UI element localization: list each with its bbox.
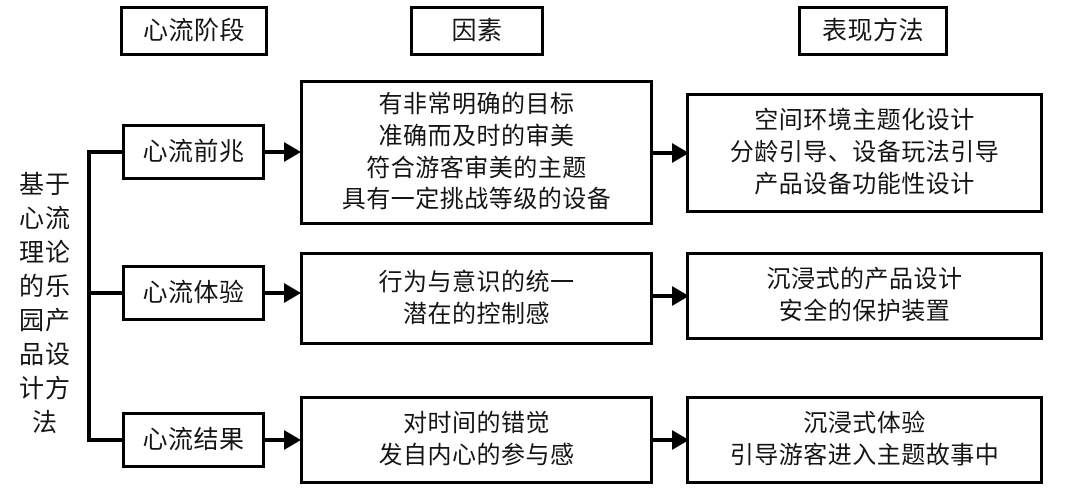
root-label: 基于 心流 理论 的乐 园产 品设 计方 法 <box>8 168 82 440</box>
method-line: 分龄引导、设备玩法引导 <box>729 138 1000 167</box>
root-label-row: 理论 <box>18 238 71 267</box>
factor-box-row2: 行为与意识的统一 潜在的控制感 <box>300 252 653 345</box>
stage-box-row1: 心流前兆 <box>122 124 265 180</box>
factor-box-row3: 对时间的错觉 发自内心的参与感 <box>300 396 653 484</box>
arrow-stage-to-factor-row1 <box>265 142 301 162</box>
root-label-row: 计方 <box>18 374 71 403</box>
method-line: 安全的保护装置 <box>778 297 951 325</box>
bracket-branch-row3 <box>87 438 125 442</box>
stage-label-row3: 心流结果 <box>142 425 245 455</box>
method-line: 空间环境主题化设计 <box>754 106 975 135</box>
header-stage-label: 心流阶段 <box>142 16 245 46</box>
root-label-row: 心流 <box>18 204 71 233</box>
factor-line: 符合游客审美的主题 <box>366 153 587 182</box>
method-line: 沉浸式体验 <box>803 409 926 438</box>
bracket-branch-row1 <box>87 150 125 154</box>
factor-line: 准确而及时的审美 <box>378 121 575 150</box>
arrow-stage-to-factor-row2 <box>265 283 301 303</box>
root-label-row: 园产 <box>18 306 71 335</box>
factor-line: 发自内心的参与感 <box>378 441 575 469</box>
root-label-row: 的乐 <box>18 272 71 301</box>
arrow-factor-to-method-row2 <box>653 286 689 306</box>
method-box-row3: 沉浸式体验 引导游客进入主题故事中 <box>686 396 1043 484</box>
arrow-factor-to-method-row1 <box>653 143 689 163</box>
header-factor-label: 因素 <box>451 16 503 46</box>
factor-line: 潜在的控制感 <box>403 299 550 328</box>
method-line: 引导游客进入主题故事中 <box>729 441 1000 469</box>
root-label-row: 法 <box>31 408 58 437</box>
stage-box-row3: 心流结果 <box>122 412 265 468</box>
bracket-trunk <box>87 150 91 442</box>
stage-label-row1: 心流前兆 <box>142 137 245 167</box>
header-method: 表现方法 <box>798 6 948 56</box>
method-box-row2: 沉浸式的产品设计 安全的保护装置 <box>686 252 1043 340</box>
stage-label-row2: 心流体验 <box>142 278 245 308</box>
method-box-row1: 空间环境主题化设计 分龄引导、设备玩法引导 产品设备功能性设计 <box>686 93 1043 213</box>
arrow-stage-to-factor-row3 <box>265 430 301 450</box>
root-label-row: 基于 <box>18 170 71 199</box>
arrow-factor-to-method-row3 <box>653 430 689 450</box>
header-method-label: 表现方法 <box>821 16 924 46</box>
bracket-branch-row2 <box>87 291 125 295</box>
factor-line: 对时间的错觉 <box>403 409 550 438</box>
header-stage: 心流阶段 <box>120 6 268 56</box>
factor-box-row1: 有非常明确的目标 准确而及时的审美 符合游客审美的主题 具有一定挑战等级的设备 <box>300 80 653 225</box>
factor-line: 有非常明确的目标 <box>378 90 575 119</box>
header-factor: 因素 <box>410 6 544 56</box>
factor-line: 具有一定挑战等级的设备 <box>341 185 612 214</box>
method-line: 产品设备功能性设计 <box>754 169 975 198</box>
root-label-row: 品设 <box>18 340 71 369</box>
method-line: 沉浸式的产品设计 <box>766 265 963 294</box>
factor-line: 行为与意识的统一 <box>378 267 575 296</box>
stage-box-row2: 心流体验 <box>122 265 265 321</box>
